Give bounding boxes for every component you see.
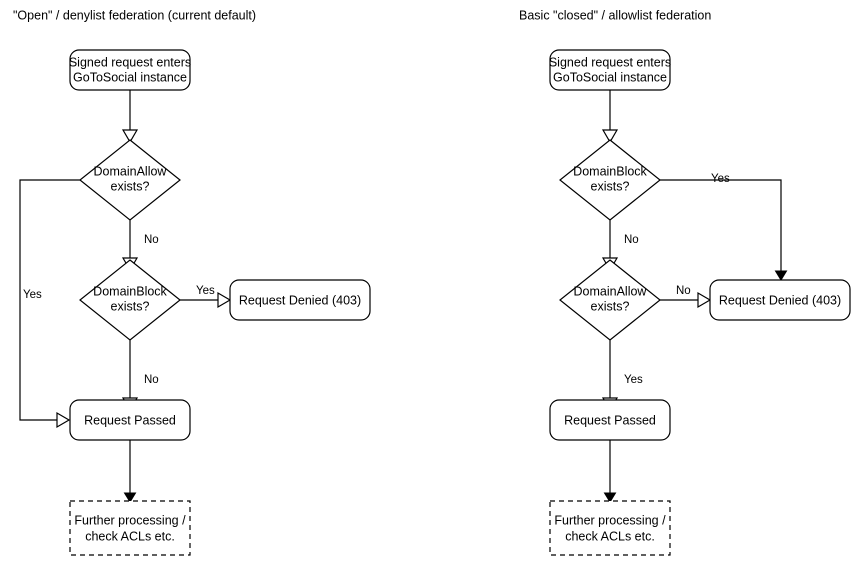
allowlist-edge-decision2-no: No <box>660 285 712 309</box>
allowlist-decision2-label-line1: DomainAllow <box>574 284 648 298</box>
denylist-further-label-line2: check ACLs etc. <box>85 529 175 543</box>
denylist-passed-node: Request Passed <box>69 399 191 441</box>
column-allowlist: Basic "closed" / allowlist federation Si… <box>519 8 851 556</box>
denylist-decision1-yes-label: Yes <box>23 289 42 301</box>
denylist-denied-label: Request Denied (403) <box>239 293 361 307</box>
allowlist-entry-label-line2: GoToSocial instance <box>553 70 667 84</box>
denylist-decision1-label-line2: exists? <box>111 179 150 193</box>
allowlist-denied-node: Request Denied (403) <box>709 279 851 321</box>
denylist-further-node: Further processing / check ACLs etc. <box>69 500 191 556</box>
allowlist-further-box <box>549 500 671 556</box>
arrowhead-open-icon <box>601 129 619 144</box>
denylist-title: "Open" / denylist federation (current de… <box>13 8 256 22</box>
allowlist-edge-passed-to-further <box>603 440 617 503</box>
denylist-passed-label: Request Passed <box>84 413 176 427</box>
allowlist-denied-box <box>709 279 851 321</box>
allowlist-passed-label: Request Passed <box>564 413 656 427</box>
arrowhead-solid-icon <box>123 492 137 503</box>
denylist-decision2-label-line1: DomainBlock <box>93 284 167 298</box>
allowlist-decision1-yes-label: Yes <box>711 173 730 185</box>
denylist-denied-node: Request Denied (403) <box>229 279 371 321</box>
arrowhead-open-icon <box>121 129 139 144</box>
denylist-denied-box <box>229 279 371 321</box>
allowlist-denied-label: Request Denied (403) <box>719 293 841 307</box>
arrowhead-open-icon <box>56 411 71 429</box>
arrowhead-open-icon <box>697 291 712 309</box>
denylist-entry-label-line1: Signed request enters <box>69 55 191 69</box>
allowlist-decision-domainblock: DomainBlock exists? <box>559 139 661 221</box>
denylist-edge-entry-to-decision1 <box>121 90 139 144</box>
denylist-decision-domainblock: DomainBlock exists? <box>79 259 181 341</box>
allowlist-further-label-line1: Further processing / <box>554 513 666 527</box>
allowlist-decision-domainallow: DomainAllow exists? <box>559 259 661 341</box>
denylist-edge-decision1-yes: Yes <box>19 179 80 429</box>
arrowhead-open-icon <box>217 291 232 309</box>
allowlist-edge-entry-to-decision1 <box>601 90 619 144</box>
denylist-decision2-yes-label: Yes <box>196 285 215 297</box>
allowlist-decision1-no-label: No <box>624 234 639 246</box>
allowlist-decision2-yes-label: Yes <box>624 374 643 386</box>
denylist-entry-node: Signed request enters GoToSocial instanc… <box>69 49 191 91</box>
denylist-edge-passed-to-further <box>123 440 137 503</box>
allowlist-title: Basic "closed" / allowlist federation <box>519 8 711 22</box>
arrowhead-solid-icon <box>603 492 617 503</box>
denylist-entry-label-line2: GoToSocial instance <box>73 70 187 84</box>
allowlist-decision2-label-line2: exists? <box>591 299 630 313</box>
column-denylist: "Open" / denylist federation (current de… <box>13 8 371 556</box>
denylist-decision2-label-line2: exists? <box>111 299 150 313</box>
denylist-decision-domainallow: DomainAllow exists? <box>79 139 181 221</box>
allowlist-entry-label-line1: Signed request enters <box>549 55 671 69</box>
arrowhead-solid-icon <box>774 270 788 281</box>
denylist-decision1-no-label: No <box>144 234 159 246</box>
denylist-further-label-line1: Further processing / <box>74 513 186 527</box>
denylist-edge-decision2-yes: Yes <box>180 285 232 309</box>
allowlist-decision1-label-line2: exists? <box>591 179 630 193</box>
allowlist-decision2-no-label: No <box>676 285 691 297</box>
allowlist-passed-node: Request Passed <box>549 399 671 441</box>
allowlist-edge-decision1-yes: Yes <box>660 173 788 281</box>
allowlist-further-node: Further processing / check ACLs etc. <box>549 500 671 556</box>
allowlist-entry-node: Signed request enters GoToSocial instanc… <box>549 49 671 91</box>
denylist-decision2-no-label: No <box>144 374 159 386</box>
denylist-further-box <box>69 500 191 556</box>
allowlist-decision1-label-line1: DomainBlock <box>573 164 647 178</box>
denylist-decision1-label-line1: DomainAllow <box>94 164 168 178</box>
allowlist-further-label-line2: check ACLs etc. <box>565 529 655 543</box>
